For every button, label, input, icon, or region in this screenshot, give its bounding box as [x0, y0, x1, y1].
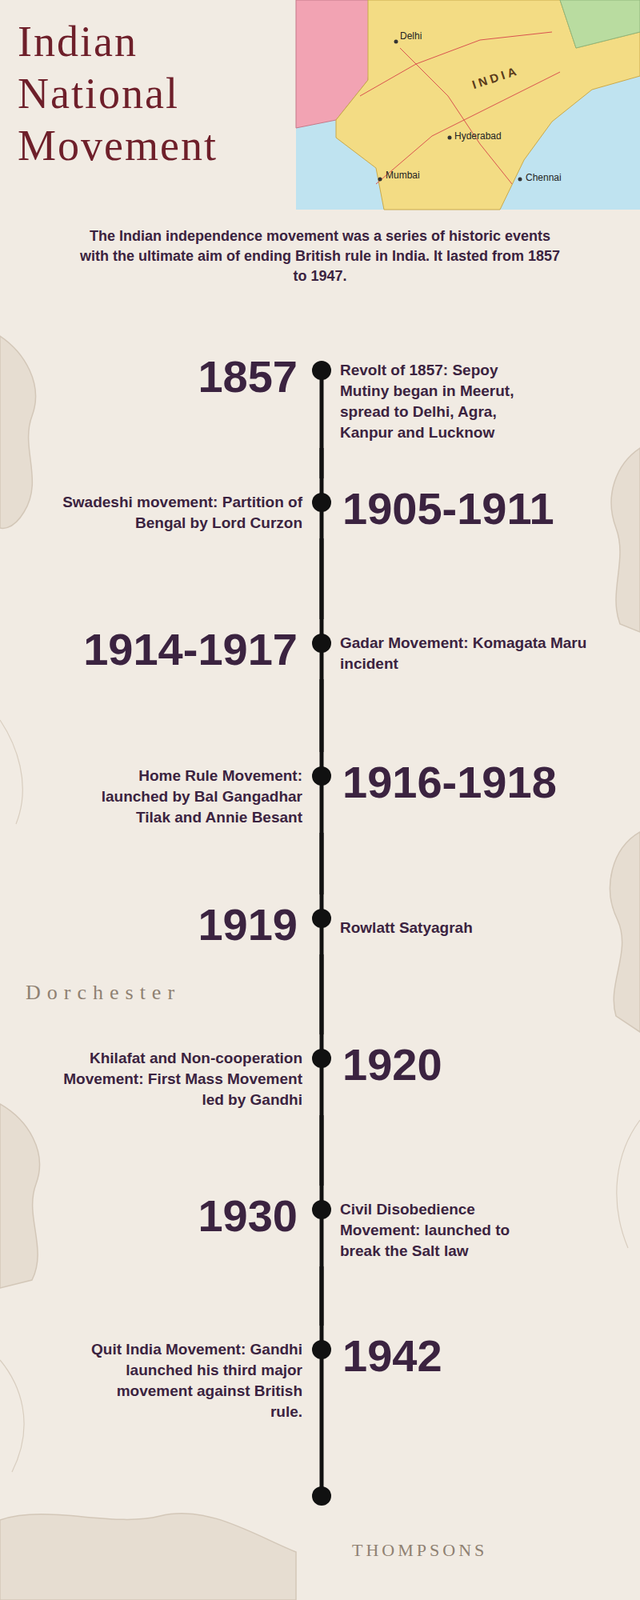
timeline-connector [320, 832, 324, 895]
event-year: 1930 [16, 1191, 298, 1241]
page-title: Indian National Movement [17, 16, 258, 172]
event-year: 1916-1918 [342, 757, 623, 808]
map-region-northeast [560, 0, 640, 48]
map-watermark: Dorchester [25, 980, 181, 1005]
city-dot [518, 177, 523, 182]
event-description: Home Rule Movement: launched by Bal Gang… [98, 765, 303, 828]
intro-text: The Indian independence movement was a s… [76, 226, 564, 288]
coast-shape [0, 1513, 296, 1600]
timeline-connector [320, 679, 324, 752]
map-country-label: INDIA [470, 63, 521, 92]
map-cities [378, 40, 523, 182]
contour-line [0, 1360, 24, 1472]
map-city-label: Chennai [525, 172, 562, 184]
map-sea [296, 0, 640, 210]
timeline-dots [312, 360, 332, 1506]
timeline-event: 1914-1917 Gadar Movement: Komagata Maru i… [0, 619, 640, 680]
timeline-event: 1920 Khilafat and Non-cooperation Movemen… [0, 1034, 640, 1116]
faint-coastlines [0, 336, 640, 1600]
map-road [376, 72, 560, 184]
timeline-axis [320, 370, 324, 1496]
timeline-dot [312, 360, 332, 380]
map-city-label: Mumbai [385, 169, 420, 181]
timeline-dot [312, 492, 332, 512]
city-dot [394, 40, 399, 44]
timeline-connector [320, 1266, 324, 1326]
event-description: Rowlatt Satyagrah [340, 917, 548, 939]
timeline-connector [320, 538, 324, 620]
coast-shape [0, 1104, 40, 1288]
timeline-event: 1942 Quit India Movement: Gandhi launched… [0, 1325, 640, 1428]
timeline-event: 1916-1918 Home Rule Movement: launched by… [0, 752, 640, 833]
contour-line [616, 1120, 640, 1248]
contour-line [0, 720, 23, 824]
timeline-dot [312, 1340, 332, 1360]
timeline-connector [320, 954, 324, 1035]
timeline-event: 1857 Revolt of 1857: Sepoy Mutiny began i… [0, 346, 640, 448]
map-road [360, 32, 552, 96]
timeline-event: 1905-1911 Swadeshi movement: Partition of… [0, 478, 640, 539]
event-year: 1942 [342, 1331, 623, 1381]
map-road [400, 48, 512, 184]
map-roads [360, 32, 560, 184]
map-city-label: Delhi [400, 30, 422, 42]
event-description: Civil Disobedience Movement: launched to… [340, 1199, 540, 1262]
coast-shape [0, 336, 36, 528]
event-description: Quit India Movement: Gandhi launched his… [82, 1339, 303, 1423]
timeline-dot [312, 1048, 332, 1068]
event-description: Gadar Movement: Komagata Maru incident [340, 632, 588, 675]
india-map-inset [296, 0, 640, 210]
event-year: 1919 [16, 900, 298, 950]
event-year: 1914-1917 [16, 624, 298, 675]
map-watermark: THOMPSONS [352, 1540, 488, 1561]
event-year: 1857 [16, 352, 298, 402]
event-year: 1920 [342, 1040, 623, 1090]
timeline-dot [312, 1486, 332, 1506]
coast-shape [610, 832, 640, 1032]
timeline-connector [320, 448, 324, 479]
event-year: 1905-1911 [342, 484, 623, 534]
event-description: Khilafat and Non-cooperation Movement: F… [62, 1048, 303, 1111]
map-city-label: Hyderabad [454, 130, 502, 142]
timeline-dot [312, 633, 332, 653]
map-region-india [336, 0, 640, 210]
event-description: Swadeshi movement: Partition of Bengal b… [62, 492, 303, 534]
coast-shape [611, 448, 640, 632]
timeline-connector [320, 1115, 324, 1186]
timeline-dot [312, 1200, 332, 1220]
timeline-dot [312, 766, 332, 786]
event-description: Revolt of 1857: Sepoy Mutiny began in Me… [340, 360, 528, 444]
city-dot [378, 177, 383, 182]
timeline-dot [312, 908, 332, 928]
city-dot [448, 136, 452, 140]
timeline-event: 1930 Civil Disobedience Movement: launche… [0, 1185, 640, 1267]
timeline-event: 1919 Rowlatt Satyagrah [0, 894, 640, 955]
